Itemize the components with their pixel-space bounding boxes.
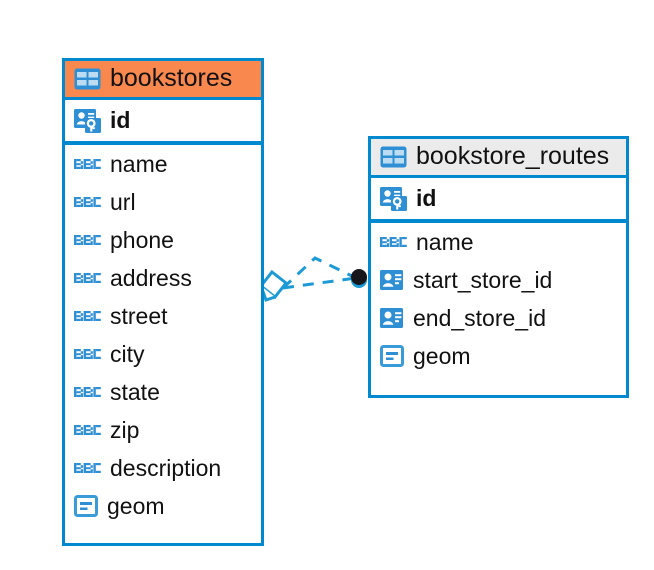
field-label: geom (107, 492, 165, 519)
field-row-street[interactable]: street (65, 297, 261, 335)
field-row-state[interactable]: state (65, 373, 261, 411)
field-row-address[interactable]: address (65, 259, 261, 297)
field-row-end-store-id[interactable]: end_store_id (371, 299, 626, 337)
field-label: street (110, 302, 168, 329)
text-type-icon (74, 347, 101, 361)
entity-bookstores[interactable]: bookstores id (62, 58, 264, 546)
field-label: name (416, 228, 474, 255)
field-label: id (416, 185, 437, 211)
foreign-key-icon (380, 269, 404, 291)
primary-key-section: id (371, 178, 626, 223)
table-icon (74, 68, 101, 90)
field-row-name[interactable]: name (65, 145, 261, 183)
text-type-icon (74, 195, 101, 209)
field-row-description[interactable]: description (65, 449, 261, 487)
text-type-icon (74, 233, 101, 247)
text-type-icon (74, 157, 101, 171)
geometry-type-icon (380, 345, 404, 367)
field-label: end_store_id (413, 304, 546, 331)
diamond-endpoint (258, 269, 289, 302)
field-label: name (110, 150, 168, 177)
field-row-geom[interactable]: geom (371, 337, 626, 375)
primary-key-section: id (65, 100, 261, 145)
primary-key-icon (380, 186, 407, 211)
entity-title: bookstores (110, 64, 233, 92)
field-label: id (110, 107, 131, 133)
field-row-city[interactable]: city (65, 335, 261, 373)
text-type-icon (74, 423, 101, 437)
field-label: state (110, 378, 160, 405)
field-label: url (110, 188, 136, 215)
entity-bookstore-routes[interactable]: bookstore_routes (368, 136, 629, 398)
field-label: address (110, 264, 192, 291)
table-icon (380, 146, 407, 168)
filled-circle-endpoint (351, 269, 367, 288)
field-row-id[interactable]: id (371, 178, 626, 219)
field-row-start-store-id[interactable]: start_store_id (371, 261, 626, 299)
field-row-url[interactable]: url (65, 183, 261, 221)
field-label: start_store_id (413, 266, 553, 293)
text-type-icon (74, 385, 101, 399)
entity-header-bookstore-routes[interactable]: bookstore_routes (371, 139, 626, 178)
text-type-icon (380, 235, 407, 249)
field-label: phone (110, 226, 174, 253)
field-row-id[interactable]: id (65, 100, 261, 141)
relationship-line-upper (281, 256, 357, 290)
entity-title: bookstore_routes (416, 142, 610, 170)
field-list: name start_store_id (371, 223, 626, 375)
field-row-phone[interactable]: phone (65, 221, 261, 259)
field-list: name (65, 145, 261, 525)
text-type-icon (74, 309, 101, 323)
field-label: description (110, 454, 222, 481)
field-label: geom (413, 342, 471, 369)
field-label: zip (110, 416, 140, 443)
text-type-icon (74, 271, 101, 285)
field-row-zip[interactable]: zip (65, 411, 261, 449)
geometry-type-icon (74, 495, 98, 517)
text-type-icon (74, 461, 101, 475)
field-row-name[interactable]: name (371, 223, 626, 261)
foreign-key-icon (380, 307, 404, 329)
field-label: city (110, 340, 145, 367)
field-row-geom[interactable]: geom (65, 487, 261, 525)
relationship-line-lower (282, 276, 357, 290)
entity-header-bookstores[interactable]: bookstores (65, 61, 261, 100)
primary-key-icon (74, 108, 101, 133)
